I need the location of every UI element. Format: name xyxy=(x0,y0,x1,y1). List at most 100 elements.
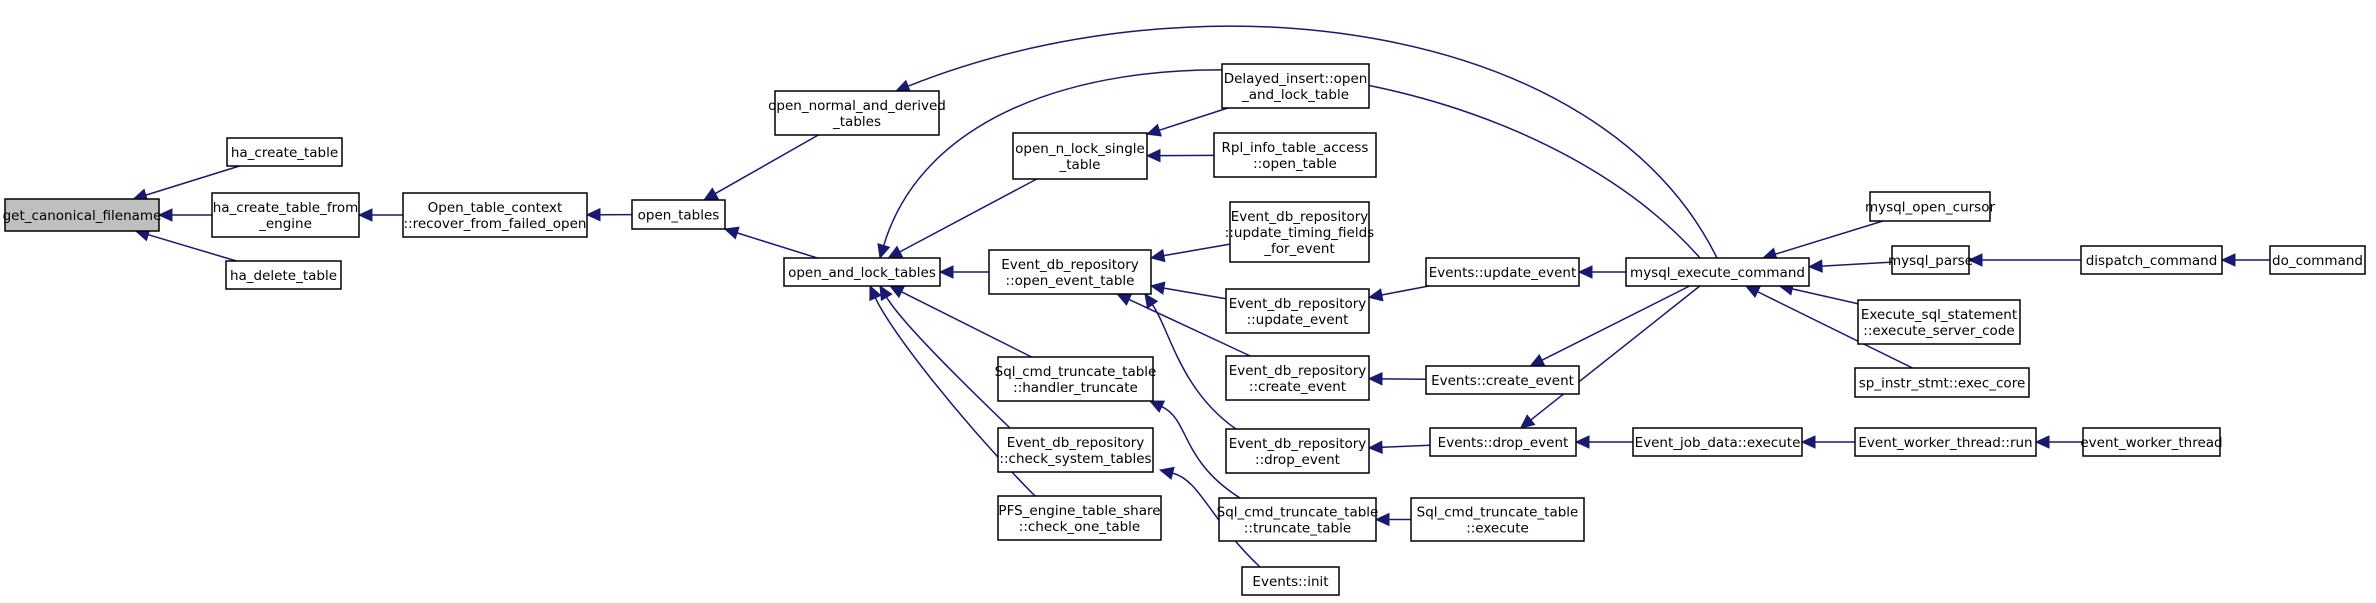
node-box[interactable] xyxy=(774,90,940,136)
node-label[interactable]: Event_job_data::execute xyxy=(1635,435,1801,451)
node-box[interactable] xyxy=(226,137,343,167)
node-box[interactable] xyxy=(4,198,160,232)
node-event_job_data_execute[interactable]: Event_job_data::execute xyxy=(1632,427,1803,457)
node-label[interactable]: mysql_execute_command xyxy=(1630,265,1805,281)
node-box[interactable] xyxy=(1410,497,1585,542)
node-rpl_info_table_access[interactable]: Rpl_info_table_access::open_table xyxy=(1213,132,1377,178)
node-label[interactable]: ::check_one_table xyxy=(1019,519,1140,535)
node-box[interactable] xyxy=(1625,257,1810,287)
node-label[interactable]: ha_delete_table xyxy=(230,268,337,284)
node-box[interactable] xyxy=(1869,191,1991,222)
node-label[interactable]: Delayed_insert::open xyxy=(1224,71,1368,87)
node-ha_create_table[interactable]: ha_create_table xyxy=(226,137,343,167)
node-label[interactable]: Open_table_context xyxy=(428,200,563,216)
node-label[interactable]: Sql_cmd_truncate_table xyxy=(1217,505,1379,521)
node-box[interactable] xyxy=(1857,299,2021,345)
node-label[interactable]: Event_worker_thread::run xyxy=(1858,435,2032,451)
node-box[interactable] xyxy=(988,249,1152,295)
node-box[interactable] xyxy=(1891,245,1970,275)
node-box[interactable] xyxy=(1425,257,1580,287)
node-mysql_execute_command[interactable]: mysql_execute_command xyxy=(1625,257,1810,287)
node-sql_cmd_truncate_truncate[interactable]: Sql_cmd_truncate_table::truncate_table xyxy=(1217,497,1379,542)
node-label[interactable]: _tables xyxy=(832,114,881,130)
node-edr_update_event[interactable]: Event_db_repository::update_event xyxy=(1225,288,1370,334)
node-label[interactable]: Events::update_event xyxy=(1429,265,1577,281)
node-box[interactable] xyxy=(1854,427,2037,457)
node-box[interactable] xyxy=(1221,63,1370,109)
node-box[interactable] xyxy=(211,192,360,238)
node-box[interactable] xyxy=(402,192,588,238)
node-label[interactable]: ::drop_event xyxy=(1255,452,1340,468)
node-edr_drop_event[interactable]: Event_db_repository::drop_event xyxy=(1225,428,1370,474)
node-events_init[interactable]: Events::init xyxy=(1241,566,1340,596)
node-label[interactable]: ::execute_server_code xyxy=(1863,323,2014,339)
node-box[interactable] xyxy=(1213,132,1377,178)
node-label[interactable]: Execute_sql_statement xyxy=(1861,307,2017,323)
node-label[interactable]: _and_lock_table xyxy=(1241,87,1349,103)
node-label[interactable]: open_tables xyxy=(638,208,720,224)
node-edr_check_system_tables[interactable]: Event_db_repository::check_system_tables xyxy=(997,427,1154,473)
node-label[interactable]: Sql_cmd_truncate_table xyxy=(1417,505,1579,521)
node-label[interactable]: _engine xyxy=(258,216,312,232)
node-label[interactable]: ::open_table xyxy=(1253,156,1337,172)
node-open_normal_and_derived_tables[interactable]: open_normal_and_derived_tables xyxy=(768,90,946,136)
node-box[interactable] xyxy=(2080,245,2223,275)
node-label[interactable]: _table xyxy=(1059,157,1101,173)
node-label[interactable]: ha_create_table xyxy=(231,145,338,161)
node-label[interactable]: open_normal_and_derived xyxy=(768,98,946,114)
node-edr_update_timing[interactable]: Event_db_repository::update_timing_field… xyxy=(1225,201,1374,263)
node-event_worker_thread[interactable]: event_worker_thread xyxy=(2080,427,2223,457)
node-label[interactable]: ::create_event xyxy=(1249,379,1346,395)
node-label[interactable]: ::handler_truncate xyxy=(1013,380,1138,396)
node-label[interactable]: event_worker_thread xyxy=(2080,435,2222,451)
node-box[interactable] xyxy=(1012,132,1148,180)
node-box[interactable] xyxy=(1225,355,1370,401)
node-box[interactable] xyxy=(1229,201,1370,263)
node-box[interactable] xyxy=(1429,427,1577,457)
node-label[interactable]: dispatch_command xyxy=(2086,253,2218,269)
node-label[interactable]: PFS_engine_table_share xyxy=(998,503,1160,519)
node-box[interactable] xyxy=(2082,427,2221,457)
node-box[interactable] xyxy=(997,495,1162,541)
node-label[interactable]: do_command xyxy=(2272,253,2363,269)
node-sp_instr_stmt_exec_core[interactable]: sp_instr_stmt::exec_core xyxy=(1854,367,2030,398)
node-label[interactable]: Events::drop_event xyxy=(1438,435,1569,451)
node-label[interactable]: ha_create_table_from xyxy=(213,200,359,216)
node-dispatch_command[interactable]: dispatch_command xyxy=(2080,245,2223,275)
node-ha_delete_table[interactable]: ha_delete_table xyxy=(225,260,342,290)
node-sql_cmd_truncate_execute[interactable]: Sql_cmd_truncate_table::execute xyxy=(1410,497,1585,542)
node-label[interactable]: ::truncate_table xyxy=(1244,521,1351,537)
node-label[interactable]: mysql_open_cursor xyxy=(1865,200,1996,216)
node-label[interactable]: Event_db_repository xyxy=(1231,209,1369,225)
node-box[interactable] xyxy=(225,260,342,290)
node-label[interactable]: Event_db_repository xyxy=(1229,296,1367,312)
node-mysql_parse[interactable]: mysql_parse xyxy=(1888,245,1973,275)
node-label[interactable]: Sql_cmd_truncate_table xyxy=(995,364,1157,380)
node-get_canonical_filename[interactable]: get_canonical_filename xyxy=(3,198,162,232)
node-open_table_context_recover[interactable]: Open_table_context::recover_from_failed_… xyxy=(402,192,588,238)
node-label[interactable]: Event_db_repository xyxy=(1229,436,1367,452)
node-label[interactable]: sp_instr_stmt::exec_core xyxy=(1859,376,2026,392)
node-label[interactable]: _for_event xyxy=(1263,241,1335,257)
node-label[interactable]: open_and_lock_tables xyxy=(788,265,936,281)
node-do_command[interactable]: do_command xyxy=(2269,245,2366,275)
node-events_drop_event[interactable]: Events::drop_event xyxy=(1429,427,1577,457)
node-box[interactable] xyxy=(997,427,1154,473)
node-label[interactable]: get_canonical_filename xyxy=(3,208,162,224)
node-label[interactable]: ::update_event xyxy=(1247,312,1349,328)
node-label[interactable]: ::open_event_table xyxy=(1006,273,1135,289)
node-edr_create_event[interactable]: Event_db_repository::create_event xyxy=(1225,355,1370,401)
node-box[interactable] xyxy=(1225,288,1370,334)
node-label[interactable]: Rpl_info_table_access xyxy=(1222,140,1369,156)
node-events_update_event[interactable]: Events::update_event xyxy=(1425,257,1580,287)
node-label[interactable]: Events::create_event xyxy=(1431,373,1574,389)
node-box[interactable] xyxy=(783,257,941,287)
node-label[interactable]: Event_db_repository xyxy=(1007,435,1145,451)
node-box[interactable] xyxy=(631,199,726,230)
node-execute_sql_statement[interactable]: Execute_sql_statement::execute_server_co… xyxy=(1857,299,2021,345)
node-box[interactable] xyxy=(1854,367,2030,398)
node-open_tables[interactable]: open_tables xyxy=(631,199,726,230)
node-label[interactable]: Event_db_repository xyxy=(1001,257,1139,273)
node-box[interactable] xyxy=(997,356,1154,402)
node-label[interactable]: ::recover_from_failed_open xyxy=(404,216,587,232)
